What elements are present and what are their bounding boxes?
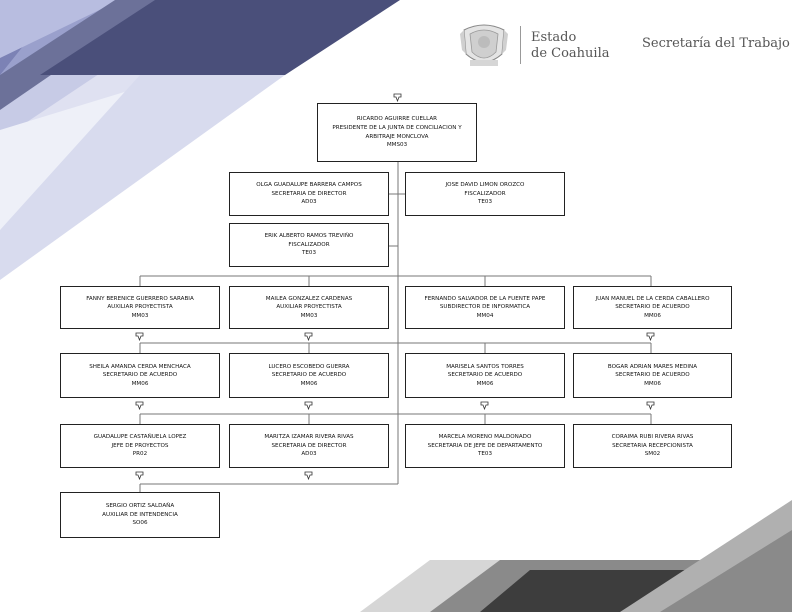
node-title: SECRETARIA DE DIRECTOR: [271, 442, 347, 449]
node-title: SECRETARIO DE ACUERDO: [102, 372, 178, 379]
node-name: SHEILA AMANDA CERDA MENCHACA: [89, 363, 191, 370]
expand-arrow-icon[interactable]: [135, 471, 144, 480]
org-node-staff-2[interactable]: JOSE DAVID LIMON OROZCO FISCALIZADOR TE0…: [405, 172, 565, 216]
expand-arrow-icon[interactable]: [393, 93, 402, 102]
node-title: SECRETARIA RECEPCIONISTA: [612, 442, 693, 449]
node-title: SUBDIRECTOR DE INFORMATICA: [439, 304, 531, 311]
node-title: SECRETARIA DE DIRECTOR: [271, 190, 347, 197]
node-code: SM02: [644, 451, 661, 458]
node-code: MM06: [476, 380, 494, 387]
node-title: SECRETARIO DE ACUERDO: [615, 372, 690, 379]
node-title: AUXILIAR PROYECTISTA: [107, 304, 173, 311]
expand-arrow-icon[interactable]: [135, 401, 144, 410]
expand-arrow-icon[interactable]: [304, 332, 313, 341]
node-name: BOGAR ADRIAN MARES MEDINA: [607, 363, 698, 370]
node-code: AD03: [301, 199, 317, 206]
header-divider: [520, 26, 521, 64]
node-code: MM06: [644, 312, 661, 319]
node-name: MAILEA GONZALEZ CARDENAS: [265, 295, 353, 302]
node-code: TE03: [301, 250, 317, 257]
node-code: AD03: [301, 451, 317, 458]
node-title: AUXILIAR PROYECTISTA: [276, 304, 342, 311]
node-name: JUAN MANUEL DE LA CERDA CABALLERO: [595, 295, 710, 302]
org-node-r2-1[interactable]: SHEILA AMANDA CERDA MENCHACA SECRETARIO …: [60, 353, 220, 398]
org-node-root[interactable]: RICARDO AGUIRRE CUELLAR PRESIDENTE DE LA…: [317, 103, 477, 162]
department-name: Secretaría del Trabajo: [642, 36, 790, 51]
org-node-r3-2[interactable]: MARITZA IZAMAR RIVERA RIVAS SECRETARIA D…: [229, 424, 389, 468]
node-name: MARITZA IZAMAR RIVERA RIVAS: [264, 434, 354, 441]
org-node-staff-1[interactable]: OLGA GUADALUPE BARRERA CAMPOS SECRETARIA…: [229, 172, 389, 216]
node-name: OLGA GUADALUPE BARRERA CAMPOS: [256, 182, 362, 189]
node-name: CORAIMA RUBI RIVERA RIVAS: [611, 434, 694, 441]
expand-arrow-icon[interactable]: [135, 332, 144, 341]
node-name: LUCERO ESCOBEDO GUERRA: [268, 363, 350, 370]
node-name: MARISELA SANTOS TORRES: [446, 363, 524, 370]
node-code: PR02: [132, 451, 148, 458]
node-code: TE03: [477, 199, 493, 206]
org-node-r1-3[interactable]: FERNANDO SALVADOR DE LA FUENTE PAPE SUBD…: [405, 286, 565, 329]
state-name: Estado de Coahuila: [531, 30, 609, 61]
org-node-r2-4[interactable]: BOGAR ADRIAN MARES MEDINA SECRETARIO DE …: [573, 353, 732, 398]
node-name: JOSE DAVID LIMON OROZCO: [445, 182, 525, 189]
node-code: MM04: [476, 312, 494, 319]
expand-arrow-icon[interactable]: [646, 332, 655, 341]
org-node-staff-3[interactable]: ERIK ALBERTO RAMOS TREVIÑO FISCALIZADOR …: [229, 223, 389, 267]
node-name: ERIK ALBERTO RAMOS TREVIÑO: [264, 233, 354, 240]
node-name: FANNY BERENICE GUERRERO SARABIA: [86, 295, 194, 302]
expand-arrow-icon[interactable]: [480, 401, 489, 410]
node-title: PRESIDENTE DE LA JUNTA DE CONCILIACION Y…: [332, 124, 462, 140]
node-title: SECRETARIO DE ACUERDO: [447, 372, 523, 379]
node-name: MARCELA MORENO MALDONADO: [438, 434, 532, 441]
node-title: SECRETARIO DE ACUERDO: [271, 372, 347, 379]
node-title: AUXILIAR DE INTENDENCIA: [102, 511, 178, 518]
org-node-r4-1[interactable]: SERGIO ORTIZ SALDAÑA AUXILIAR DE INTENDE…: [60, 492, 220, 538]
coahuila-crest-icon: [460, 24, 508, 66]
org-node-r3-4[interactable]: CORAIMA RUBI RIVERA RIVAS SECRETARIA REC…: [573, 424, 732, 468]
node-name: SERGIO ORTIZ SALDAÑA: [105, 503, 175, 510]
node-code: MMS03: [386, 142, 408, 149]
node-title: JEFE DE PROYECTOS: [111, 442, 169, 449]
node-code: SO06: [132, 520, 148, 527]
state-line-2: de Coahuila: [531, 45, 610, 61]
org-node-r1-2[interactable]: MAILEA GONZALEZ CARDENAS AUXILIAR PROYEC…: [229, 286, 389, 329]
org-node-r1-1[interactable]: FANNY BERENICE GUERRERO SARABIA AUXILIAR…: [60, 286, 220, 329]
org-node-r1-4[interactable]: JUAN MANUEL DE LA CERDA CABALLERO SECRET…: [573, 286, 732, 329]
org-node-r3-3[interactable]: MARCELA MORENO MALDONADO SECRETARIA DE J…: [405, 424, 565, 468]
node-title: SECRETARIA DE JEFE DE DEPARTAMENTO: [427, 442, 543, 449]
state-line-1: Estado: [531, 30, 577, 45]
expand-arrow-icon[interactable]: [304, 401, 313, 410]
node-title: FISCALIZADOR: [464, 190, 506, 197]
expand-arrow-icon[interactable]: [304, 471, 313, 480]
org-node-r3-1[interactable]: GUADALUPE CASTAÑUELA LOPEZ JEFE DE PROYE…: [60, 424, 220, 468]
node-code: MM06: [644, 380, 661, 387]
node-code: MM06: [300, 380, 318, 387]
node-code: TE03: [477, 451, 493, 458]
node-name: GUADALUPE CASTAÑUELA LOPEZ: [93, 434, 187, 441]
org-node-r2-3[interactable]: MARISELA SANTOS TORRES SECRETARIO DE ACU…: [405, 353, 565, 398]
node-code: MM03: [131, 312, 149, 319]
node-code: MM03: [300, 312, 318, 319]
node-title: SECRETARIO DE ACUERDO: [615, 304, 690, 311]
node-code: MM06: [131, 380, 149, 387]
node-name: FERNANDO SALVADOR DE LA FUENTE PAPE: [424, 295, 546, 302]
expand-arrow-icon[interactable]: [646, 401, 655, 410]
node-title: FISCALIZADOR: [288, 241, 330, 248]
org-node-r2-2[interactable]: LUCERO ESCOBEDO GUERRA SECRETARIO DE ACU…: [229, 353, 389, 398]
node-name: RICARDO AGUIRRE CUELLAR: [356, 116, 438, 123]
